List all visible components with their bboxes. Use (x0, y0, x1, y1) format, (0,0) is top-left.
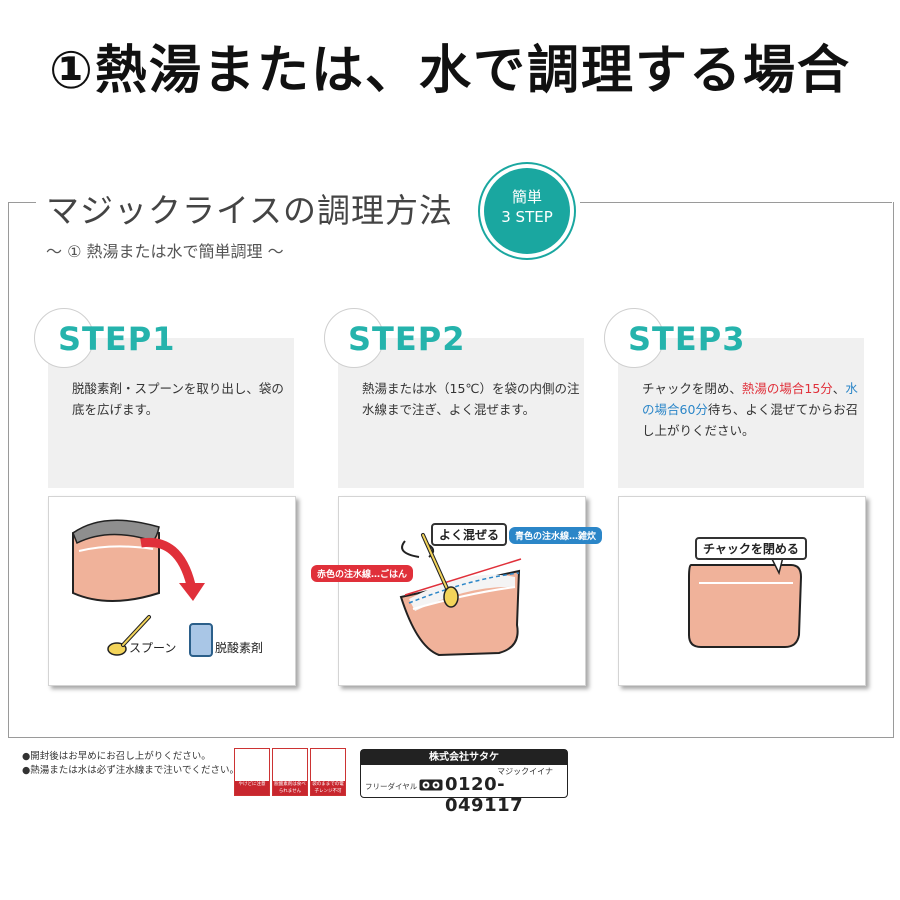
step-2-text: 熱湯または水（15℃）を袋の内側の注水線まで注ぎ、よく混ぜます。 (362, 381, 580, 417)
company-nickname: マジックイイナ (497, 767, 553, 776)
close-zipper-callout: チャックを閉める (695, 537, 807, 560)
panel-subtitle: ～ ① 熱湯または水で簡単調理 ～ (46, 242, 284, 261)
step-3-label: STEP3 (628, 320, 746, 358)
spoon-label: スプーン (129, 641, 177, 655)
burn-caution-icon: やけどに注意 (234, 748, 270, 796)
step-2-box (338, 338, 584, 488)
note-line-1: ●開封後はお早めにお召し上がりください。 (22, 751, 211, 762)
red-water-line-tag: 赤色の注水線…ごはん (311, 565, 414, 582)
step-3-text-post: 待ち、よく混ぜてからお召し上がりください。 (642, 402, 859, 438)
step-2-bubble (324, 308, 384, 368)
step-3-hot-water-time: 熱湯の場合15分 (741, 381, 833, 396)
closed-pouch-illustration (688, 556, 803, 648)
frame-top-left-line (8, 202, 36, 203)
oxygen-absorber-icon (189, 623, 213, 657)
step-3-text: チャックを閉め、熱湯の場合15分、水の場合60分待ち、よく混ぜてからお召し上がり… (642, 378, 862, 441)
easy-3step-badge: 簡単 3 STEP (484, 168, 570, 254)
no-microwave-icon: 袋のままでの電子レンジ不可 (310, 748, 346, 796)
step-3-illustration: チャックを閉める (618, 496, 866, 686)
badge-line-1: 簡単 (511, 188, 542, 206)
step-1-illustration: スプーン 脱酸素剤 (48, 496, 296, 686)
step-3-box (618, 338, 864, 488)
instruction-panel-frame (8, 202, 894, 738)
step-1-label: STEP1 (58, 320, 176, 358)
step-1-text: 脱酸素剤・スプーンを取り出し、袋の底を広げます。 (72, 381, 284, 417)
freedial-icon (419, 779, 443, 791)
step-2-illustration: よく混ぜる 青色の注水線…雑炊 赤色の注水線…ごはん (311, 496, 603, 686)
pouch-mixing-illustration (399, 533, 522, 657)
oxygen-absorber-label: 脱酸素剤 (215, 641, 264, 655)
note-line-2: ●熱湯または水は必ず注水線まで注いでください。 (22, 765, 240, 776)
frame-top-right-line (580, 202, 892, 203)
step-2-label: STEP2 (348, 320, 466, 358)
company-name: 株式会社サタケ (361, 750, 567, 765)
step-3-bubble (604, 308, 664, 368)
company-contact-box: 株式会社サタケ マジックイイナ フリーダイヤル 0120-049117 (360, 749, 568, 816)
step-3-text-mid: 、 (832, 381, 846, 396)
blue-water-line-tag: 青色の注水線…雑炊 (509, 527, 603, 544)
spoon-icon (107, 615, 151, 656)
freedial-label: フリーダイヤル (365, 782, 418, 791)
badge-line-2: 3 STEP (501, 208, 553, 226)
step-1-box (48, 338, 294, 488)
warning-icons: やけどに注意 脱酸素剤は食べられません 袋のままでの電子レンジ不可 (234, 748, 346, 796)
mix-well-callout: よく混ぜる (431, 523, 508, 546)
phone-number: 0120-049117 (445, 774, 524, 816)
caution-notes: ●開封後はお早めにお召し上がりください。 ●熱湯または水は必ず注水線まで注いでく… (22, 750, 239, 778)
page-heading: ①熱湯または、水で調理する場合 (48, 41, 852, 101)
do-not-eat-icon: 脱酸素剤は食べられません (272, 748, 308, 796)
panel-title: マジックライスの調理方法 (46, 191, 454, 230)
step-3-cold-water-time: 水の場合60分 (642, 381, 858, 417)
open-pouch-illustration (72, 519, 205, 602)
step-3-text-pre: チャックを閉め、 (642, 381, 742, 396)
step-1-bubble (34, 308, 94, 368)
